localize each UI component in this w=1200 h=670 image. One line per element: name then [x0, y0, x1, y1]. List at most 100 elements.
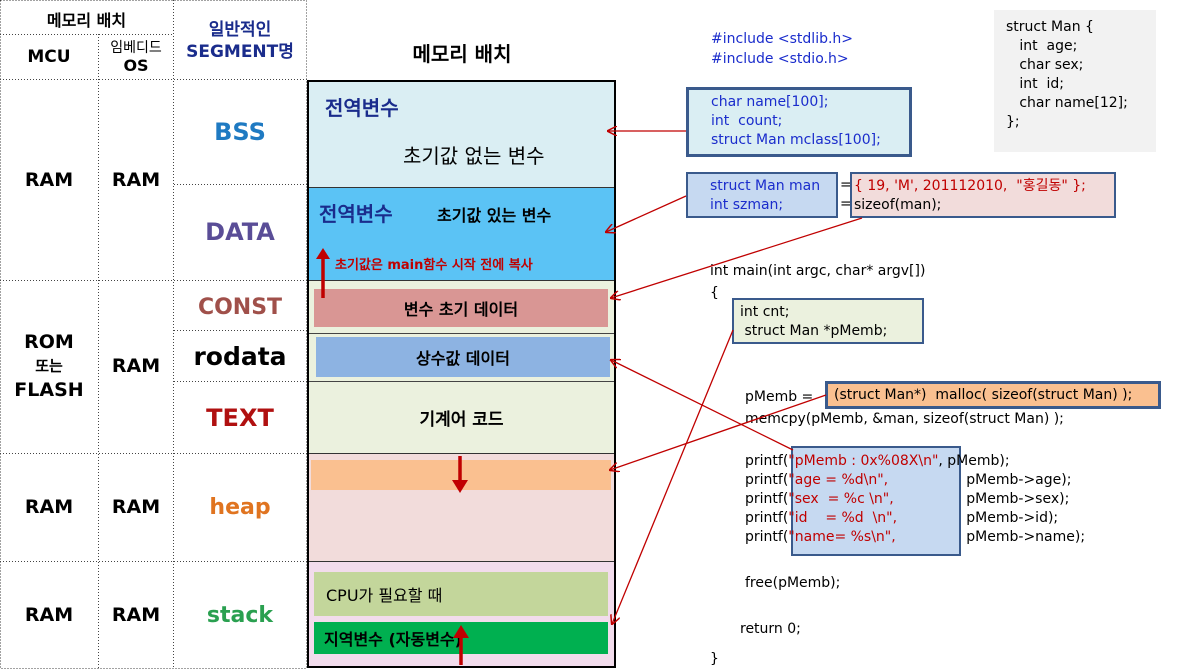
heap-allocated-block	[311, 460, 611, 490]
printf-prefix-1: printf(	[745, 453, 789, 469]
stack-local-label: 지역변수 (자동변수)	[324, 630, 462, 649]
data-var-szman-decl: int szman;	[710, 197, 784, 213]
header-segment-line2: SEGMENT명	[186, 42, 294, 62]
row1-mcu: RAM	[24, 169, 74, 191]
row2-mcu-line3: FLASH	[14, 379, 84, 401]
local-var-pmemb: struct Man *pMemb;	[740, 323, 888, 339]
printf-prefix-2: printf(	[745, 472, 789, 488]
segment-text: TEXT	[206, 404, 274, 432]
text-divider	[309, 381, 614, 382]
printf-arg-1: pMemb);	[947, 453, 1010, 469]
printf-line-5: printf("name= %s\n",pMemb->name);	[745, 528, 1085, 547]
printf-block: printf("pMemb : 0x%08X\n", pMemb); print…	[745, 452, 1085, 547]
bss-var-mclass: struct Man mclass[100];	[711, 132, 881, 148]
row2-mcu-line2: 또는	[35, 357, 63, 375]
data-var-man-init: { 19, 'M', 201112010, "홍길동" };	[854, 177, 1114, 196]
const-data-box: 변수 초기 데이터	[314, 289, 608, 327]
header-embedded-line1: 임베디드	[110, 40, 162, 56]
malloc-rhs: (struct Man*) malloc( sizeof(struct Man)…	[834, 387, 1133, 403]
rom-region: 변수 초기 데이터 상수값 데이터 기계어 코드	[309, 280, 614, 454]
stack-cpu-label: CPU가 필요할 때	[326, 586, 443, 605]
printf-prefix-4: printf(	[745, 510, 789, 526]
printf-line-1: printf("pMemb : 0x%08X\n", pMemb);	[745, 453, 1010, 469]
malloc-lhs: pMemb =	[745, 389, 818, 405]
header-memory-layout: 메모리 배치	[46, 11, 127, 30]
stack-region: CPU가 필요할 때 지역변수 (자동변수)	[309, 562, 614, 666]
return-line: return 0;	[740, 621, 801, 637]
struct-line-1: struct Man {	[1006, 19, 1094, 35]
stack-local-box: 지역변수 (자동변수)	[314, 622, 608, 654]
rodata-divider	[309, 333, 614, 334]
struct-line-6: };	[1006, 114, 1020, 130]
row2-mcu-line1: ROM	[24, 331, 74, 353]
printf-line-3: printf("sex = %c \n", pMemb->sex);	[745, 490, 1085, 509]
row4-os: RAM	[111, 604, 161, 626]
text-box: 기계어 코드	[419, 409, 504, 430]
data-var-man-init-text: { 19, 'M', 201112010, "홍길동" };	[854, 178, 1086, 194]
segment-data: DATA	[205, 218, 275, 246]
printf-line-4: printf("id = %d \n", pMemb->id);	[745, 509, 1085, 528]
bss-var-name: char name[100];	[711, 94, 829, 110]
segment-const: CONST	[197, 294, 283, 320]
data-eq-1: =	[840, 177, 852, 193]
stack-cpu-box: CPU가 필요할 때	[314, 572, 608, 616]
memory-layout-title: 메모리 배치	[412, 42, 512, 66]
data-var-man-decl: struct Man man	[710, 178, 821, 194]
arrow-const	[611, 217, 863, 298]
local-vars-box: int cnt; struct Man *pMemb;	[732, 298, 924, 344]
header-embedded-line2: OS	[123, 56, 149, 75]
struct-line-3: char sex;	[1006, 57, 1084, 73]
header-segment-name: 일반적인 SEGMENT명	[174, 4, 306, 78]
printf-arg-3: pMemb->sex);	[966, 491, 1070, 507]
printf-prefix-3: printf(	[745, 491, 789, 507]
arrow-stack	[612, 329, 734, 624]
printf-format-5: "name= %s\n",	[788, 529, 896, 545]
include-stdlib: #include <stdlib.h>	[711, 31, 854, 47]
data-copy-note: 초기값은 main함수 시작 전에 복사	[335, 258, 533, 273]
row1-os: RAM	[111, 169, 161, 191]
local-var-cnt: int cnt;	[740, 304, 790, 320]
printf-arg-2: pMemb->age);	[966, 472, 1072, 488]
segment-stack: stack	[206, 602, 274, 628]
data-region: 전역변수 초기값 있는 변수 초기값은 main함수 시작 전에 복사	[309, 188, 614, 280]
row4-mcu: RAM	[24, 604, 74, 626]
printf-line-2: printf("age = %d\n", pMemb->age);	[745, 471, 1085, 490]
brace-close: }	[710, 651, 719, 667]
bss-var-count: int count;	[711, 113, 783, 129]
data-eq-2: =	[840, 196, 852, 212]
segment-heap: heap	[209, 494, 271, 520]
struct-line-5: char name[12];	[1006, 95, 1128, 111]
segment-table: 메모리 배치 MCU 임베디드 OS 일반적인 SEGMENT명 RAM RAM…	[0, 0, 307, 670]
printf-format-4: "id = %d \n",	[788, 510, 898, 526]
table-grid-lines	[0, 0, 307, 669]
bss-desc: 초기값 없는 변수	[403, 144, 545, 168]
header-segment-line1: 일반적인	[208, 20, 272, 40]
bss-title: 전역변수	[325, 96, 399, 120]
include-stdio: #include <stdio.h>	[711, 51, 849, 67]
memcpy-line: memcpy(pMemb, &man, sizeof(struct Man) )…	[745, 411, 1064, 427]
segment-rodata: rodata	[193, 341, 287, 371]
main-signature: int main(int argc, char* argv[])	[710, 263, 926, 279]
printf-format-1: "pMemb : 0x%08X\n"	[788, 453, 939, 469]
bss-region: 전역변수 초기값 없는 변수	[309, 82, 614, 188]
segment-bss: BSS	[214, 118, 266, 146]
row2-os: RAM	[111, 355, 161, 377]
printf-arg-4: pMemb->id);	[966, 510, 1059, 526]
data-init-box: { 19, 'M', 201112010, "홍길동" }; sizeof(ma…	[850, 172, 1116, 218]
bss-vars-box: char name[100]; int count; struct Man mc…	[686, 87, 912, 157]
heap-region	[309, 454, 614, 562]
printf-format-2: "age = %d\n",	[788, 472, 889, 488]
arrow-data	[606, 195, 687, 232]
row2-mcu: ROM 또는 FLASH	[0, 280, 98, 452]
header-mcu: MCU	[27, 47, 71, 67]
rodata-box: 상수값 데이터	[316, 337, 610, 377]
data-vars-box: struct Man man int szman;	[686, 172, 838, 218]
header-embedded-os: 임베디드 OS	[99, 36, 173, 78]
row3-mcu: RAM	[24, 496, 74, 518]
data-desc: 초기값 있는 변수	[437, 206, 552, 225]
brace-open: {	[710, 285, 719, 301]
row3-os: RAM	[111, 496, 161, 518]
printf-format-3: "sex = %c \n",	[788, 491, 894, 507]
struct-definition-box: struct Man { int age; char sex; int id; …	[994, 10, 1156, 152]
memory-layout: 전역변수 초기값 없는 변수 전역변수 초기값 있는 변수 초기값은 main함…	[307, 80, 616, 668]
